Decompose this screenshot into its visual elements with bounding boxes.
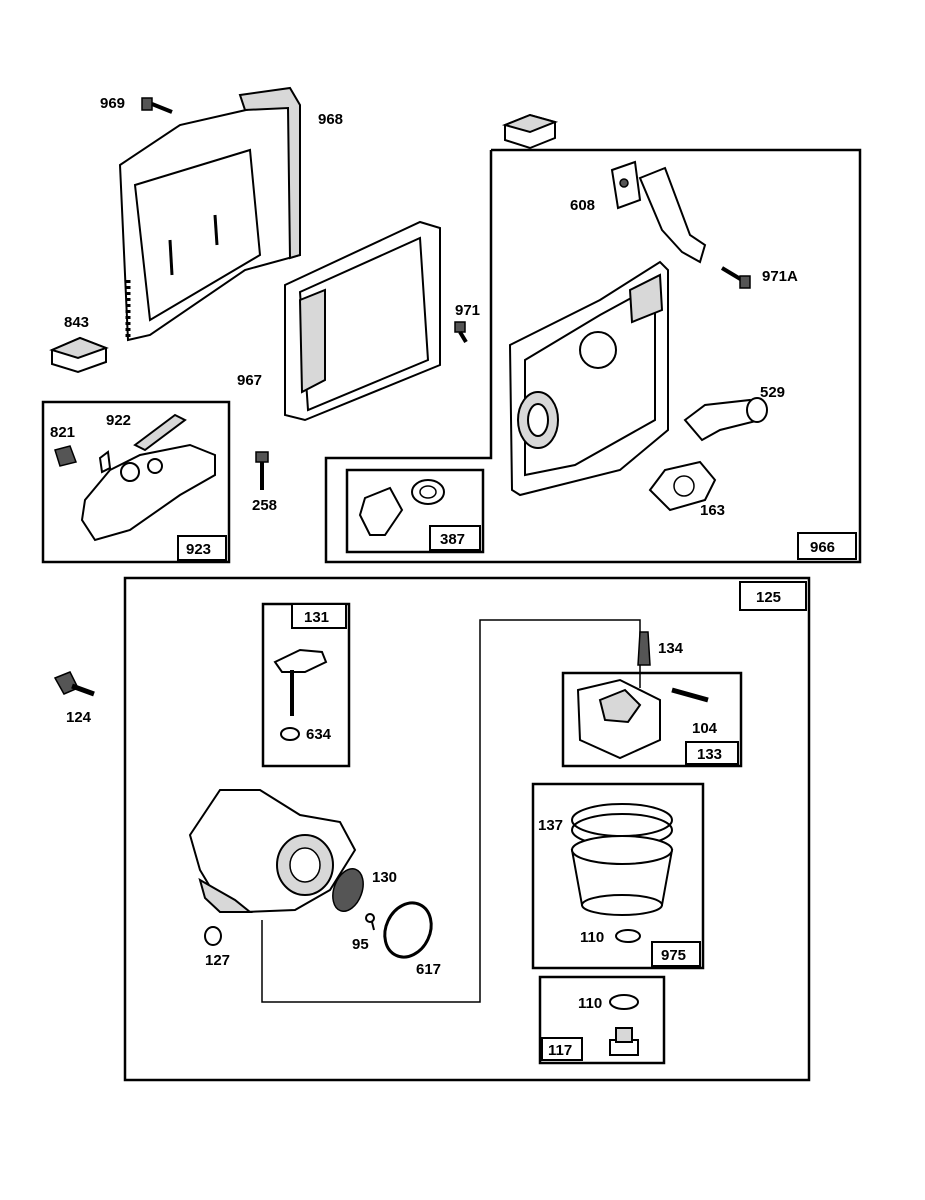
kit-tag-923-box	[177, 535, 227, 561]
bolt-258-drawing	[255, 451, 269, 490]
kit-box-923	[41, 400, 231, 564]
foam-843-drawing	[49, 336, 109, 374]
kit-tag-133: 133	[697, 746, 722, 763]
diaphragm-130-drawing	[332, 868, 364, 912]
kit-box-975	[531, 782, 705, 970]
screw-971-drawing	[454, 321, 468, 344]
parts-387-drawing	[358, 479, 445, 536]
kit-box-125	[123, 576, 811, 1082]
label-104: 104	[692, 720, 718, 737]
label-258: 258	[252, 497, 277, 514]
label-124: 124	[66, 709, 92, 726]
fitting-124-drawing	[53, 671, 95, 697]
kit-tag-975-box	[651, 941, 701, 967]
kit-tag-975: 975	[661, 947, 686, 964]
kit-tag-966: 966	[810, 539, 835, 556]
assembly-923-drawing	[54, 413, 216, 542]
label-843: 843	[64, 314, 89, 331]
label-134: 134	[658, 640, 684, 657]
screw-969-drawing	[141, 97, 173, 114]
kit-tag-133-box	[685, 741, 739, 765]
kit-tag-131-box	[291, 603, 347, 629]
label-529: 529	[760, 384, 785, 401]
kit-box-117	[538, 975, 666, 1065]
label-110b: 110	[578, 995, 602, 1012]
elbow-529-drawing	[683, 397, 768, 442]
bowl-975-drawing	[570, 803, 674, 943]
label-127: 127	[205, 952, 230, 969]
kit-tag-387: 387	[440, 531, 465, 548]
screw-95-drawing	[365, 913, 375, 931]
kit-tag-387-box	[429, 525, 481, 551]
label-969: 969	[100, 95, 125, 112]
label-110a: 110	[580, 929, 604, 946]
plug-127-drawing	[204, 926, 222, 946]
label-971a: 971A	[762, 268, 798, 285]
screw-971a-drawing	[720, 266, 751, 289]
label-971: 971	[455, 302, 480, 319]
label-617: 617	[416, 961, 441, 978]
kit-tag-117: 117	[548, 1042, 572, 1059]
bolt-117-drawing	[609, 994, 639, 1056]
kit-tag-125-box	[739, 581, 807, 611]
bracket-608-drawing	[610, 160, 707, 264]
housing-966-drawing	[508, 260, 669, 497]
needle-134-drawing	[637, 631, 651, 666]
shaft-131-drawing	[273, 648, 328, 741]
label-922: 922	[106, 412, 131, 429]
kit-tag-125: 125	[756, 589, 781, 606]
kit-tag-966-box	[797, 532, 857, 560]
air-cleaner-base-968-drawing	[118, 86, 302, 342]
label-163: 163	[700, 502, 725, 519]
label-130: 130	[372, 869, 397, 886]
label-634: 634	[306, 726, 332, 743]
carburetor-body-drawing	[188, 789, 357, 914]
gasket-163-drawing	[648, 460, 717, 512]
float-133-drawing	[576, 678, 709, 760]
foam-block-top-drawing	[501, 113, 559, 150]
kit-tag-131: 131	[304, 609, 329, 626]
oring-617-drawing	[383, 901, 433, 959]
kit-tag-117-box	[541, 1037, 583, 1061]
kit-box-133	[561, 671, 743, 768]
label-967: 967	[237, 372, 262, 389]
kit-box-966	[324, 148, 862, 564]
label-137: 137	[538, 817, 563, 834]
label-608: 608	[570, 197, 595, 214]
label-95: 95	[352, 936, 369, 953]
kit-box-387	[345, 468, 485, 554]
label-821: 821	[50, 424, 75, 441]
label-968: 968	[318, 111, 343, 128]
kit-tag-923: 923	[186, 541, 211, 558]
air-filter-967-drawing	[284, 220, 441, 422]
